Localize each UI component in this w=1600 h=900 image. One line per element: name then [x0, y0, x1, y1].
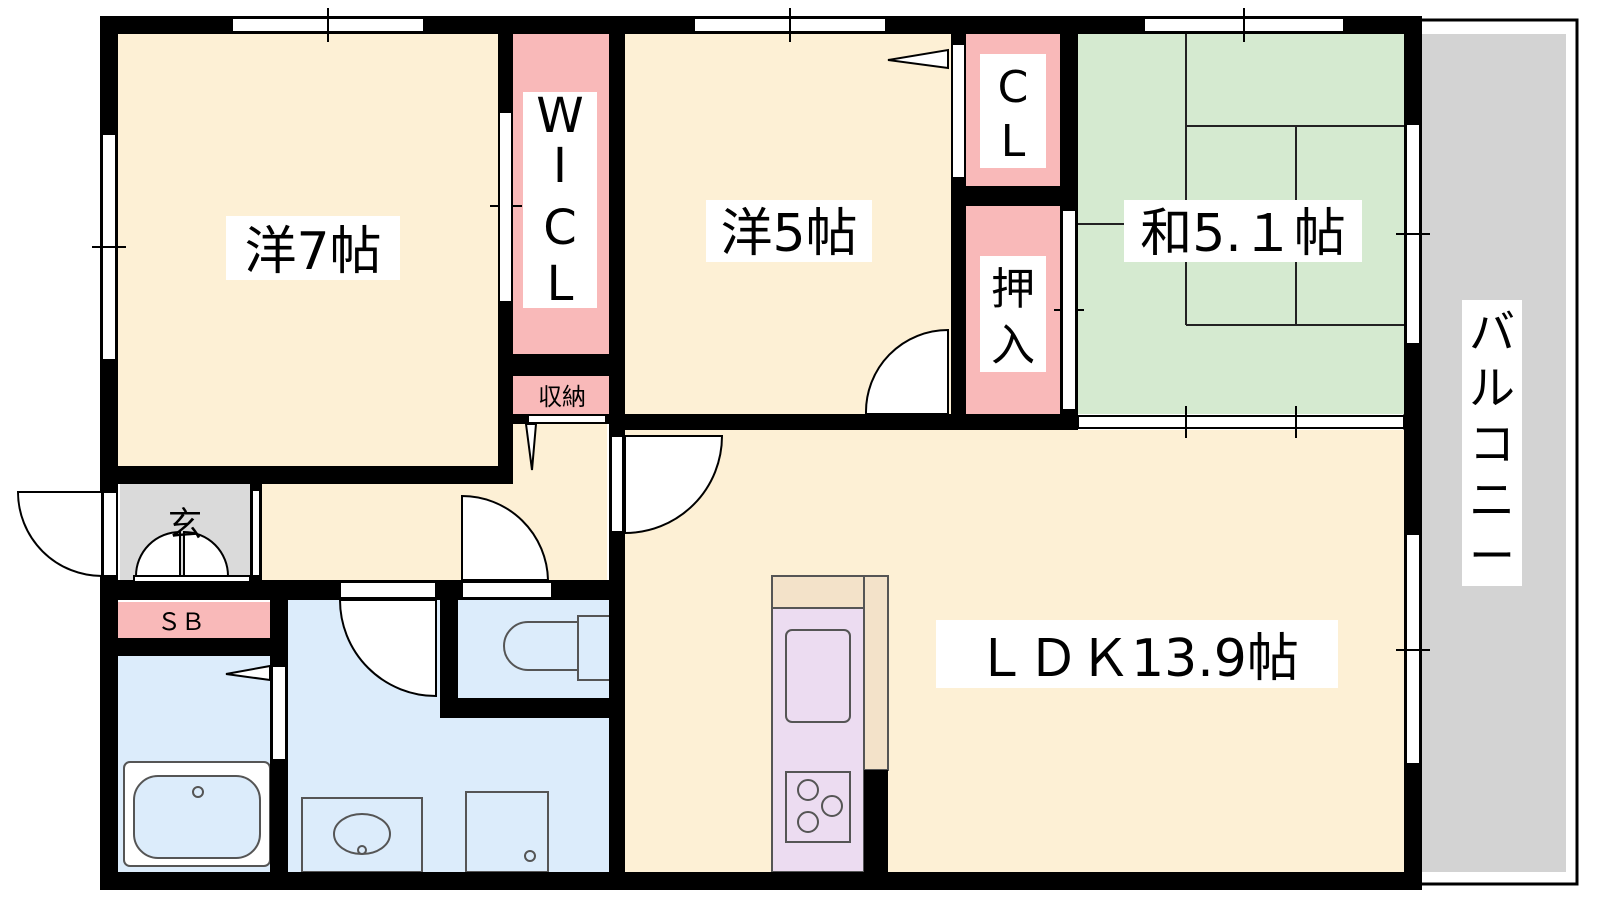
stove-burner — [821, 795, 843, 817]
washer-drain — [524, 850, 536, 862]
label-oshiire-1: 押 — [991, 264, 1035, 315]
label-balcony-1: バ — [1469, 305, 1515, 359]
label-wic-i: I — [553, 138, 567, 194]
label-storage: 収納 — [538, 383, 586, 411]
label-oshiire-2: 入 — [991, 320, 1035, 371]
label-shoe-box: ＳＢ — [157, 608, 205, 636]
label-ldk: ＬＤＫ13.9帖 — [975, 629, 1299, 689]
hall-floor — [262, 424, 607, 580]
stove-burner — [797, 779, 819, 801]
room-labels: 洋7帖 W I C L 収納 洋5帖 C L 押 入 和5.１帖 玄 ＳＢ ＬＤ… — [157, 54, 1522, 689]
kitchen-side-counter — [863, 575, 889, 771]
label-wic-w: W — [536, 88, 583, 144]
storage-floor — [513, 376, 609, 414]
label-western-room-7: 洋7帖 — [244, 222, 381, 282]
bathtub-basin — [133, 775, 261, 859]
door-swings — [16, 328, 949, 698]
label-closet-l: L — [1001, 116, 1026, 167]
label-balcony-4: ニ — [1469, 473, 1515, 527]
basin-tap — [357, 845, 367, 855]
label-japanese-room: 和5.１帖 — [1140, 204, 1346, 264]
kitchen-sink — [785, 629, 851, 723]
toilet-floor — [458, 600, 610, 698]
entrance-step — [133, 575, 251, 583]
label-entrance: 玄 — [168, 505, 202, 545]
label-western-room-5: 洋5帖 — [720, 204, 857, 264]
arrow-markers — [225, 48, 949, 682]
label-balcony-3: コ — [1469, 417, 1515, 471]
bath-drain — [192, 786, 204, 798]
label-balcony-2: ル — [1469, 361, 1515, 415]
shoe-box — [118, 602, 270, 638]
label-wic-l: L — [547, 256, 574, 312]
label-closet-c: C — [998, 62, 1029, 113]
toilet-bowl — [503, 621, 579, 671]
kitchen-unit — [771, 607, 865, 873]
sliding-doors — [102, 43, 1077, 761]
stove-burner — [797, 811, 819, 833]
stove-frame — [785, 771, 851, 843]
label-balcony-5: ー — [1469, 529, 1515, 583]
label-wic-c: C — [543, 200, 577, 256]
